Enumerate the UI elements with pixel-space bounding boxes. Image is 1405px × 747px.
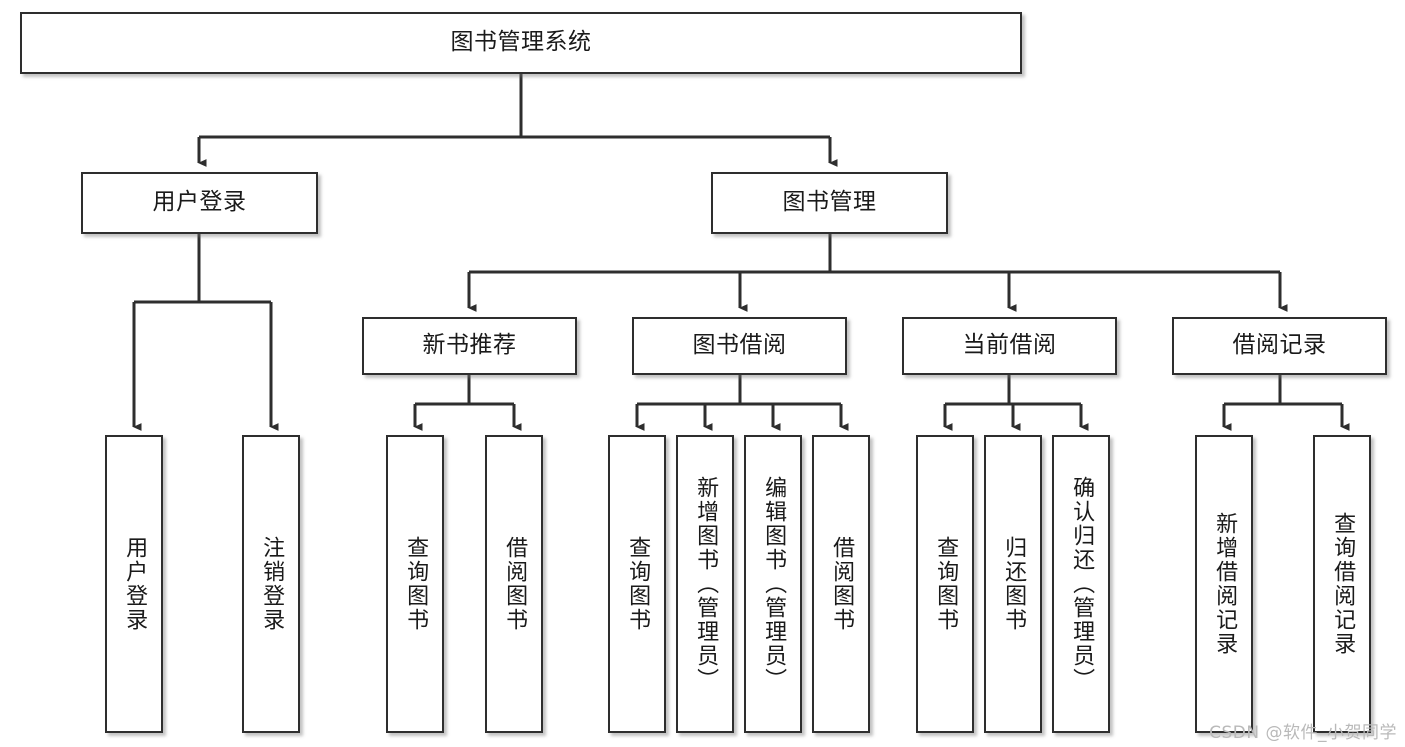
node-label: 编辑图书（管理员）	[761, 476, 787, 692]
connectors-borrowrecord-leaves	[1222, 375, 1350, 431]
connectors-userlogin-leaves	[132, 234, 279, 431]
node-label: 借阅图书	[502, 536, 528, 632]
node-current-borrow[interactable]: 当前借阅	[902, 317, 1117, 375]
node-label: 图书借阅	[692, 332, 787, 359]
node-book-manage[interactable]: 图书管理	[711, 172, 948, 234]
node-label: 用户登录	[152, 189, 247, 216]
node-label: 新增借阅记录	[1212, 512, 1238, 656]
node-leaf-add-record[interactable]: 新增借阅记录	[1195, 435, 1253, 733]
node-label: 确认归还（管理员）	[1069, 476, 1095, 692]
node-label: 查询借阅记录	[1330, 512, 1356, 656]
node-user-login[interactable]: 用户登录	[81, 172, 318, 234]
node-new-book-recommend[interactable]: 新书推荐	[362, 317, 577, 375]
node-leaf-borrow-book-2[interactable]: 借阅图书	[812, 435, 870, 733]
node-leaf-user-logout[interactable]: 注销登录	[242, 435, 300, 733]
node-label: 用户登录	[122, 536, 148, 632]
node-label: 借阅记录	[1232, 332, 1327, 359]
node-leaf-query-record[interactable]: 查询借阅记录	[1313, 435, 1371, 733]
node-label: 当前借阅	[962, 332, 1057, 359]
node-leaf-confirm-return[interactable]: 确认归还（管理员）	[1052, 435, 1110, 733]
node-leaf-return-book[interactable]: 归还图书	[984, 435, 1042, 733]
node-book-management-system[interactable]: 图书管理系统	[20, 12, 1022, 74]
node-borrow-record[interactable]: 借阅记录	[1172, 317, 1387, 375]
node-leaf-user-login[interactable]: 用户登录	[105, 435, 163, 733]
node-label: 查询图书	[625, 536, 651, 632]
connectors-root-level2	[197, 74, 838, 167]
connectors-bookmanage-level3	[467, 234, 1288, 312]
node-label: 查询图书	[403, 536, 429, 632]
node-leaf-query-book-3[interactable]: 查询图书	[916, 435, 974, 733]
node-label: 图书管理	[782, 189, 877, 216]
connectors-bookborrow-leaves	[635, 375, 849, 431]
node-leaf-query-book-2[interactable]: 查询图书	[608, 435, 666, 733]
node-leaf-add-book[interactable]: 新增图书（管理员）	[676, 435, 734, 733]
node-label: 新书推荐	[422, 332, 517, 359]
node-label: 查询图书	[933, 536, 959, 632]
node-label: 新增图书（管理员）	[693, 476, 719, 692]
connectors-newbook-leaves	[413, 375, 522, 431]
node-book-borrow[interactable]: 图书借阅	[632, 317, 847, 375]
node-leaf-query-book-1[interactable]: 查询图书	[386, 435, 444, 733]
connectors-currentborrow-leaves	[943, 375, 1089, 431]
node-label: 注销登录	[259, 536, 285, 632]
node-leaf-edit-book[interactable]: 编辑图书（管理员）	[744, 435, 802, 733]
node-label: 图书管理系统	[450, 29, 592, 56]
node-leaf-borrow-book-1[interactable]: 借阅图书	[485, 435, 543, 733]
node-label: 归还图书	[1001, 536, 1027, 632]
node-label: 借阅图书	[829, 536, 855, 632]
